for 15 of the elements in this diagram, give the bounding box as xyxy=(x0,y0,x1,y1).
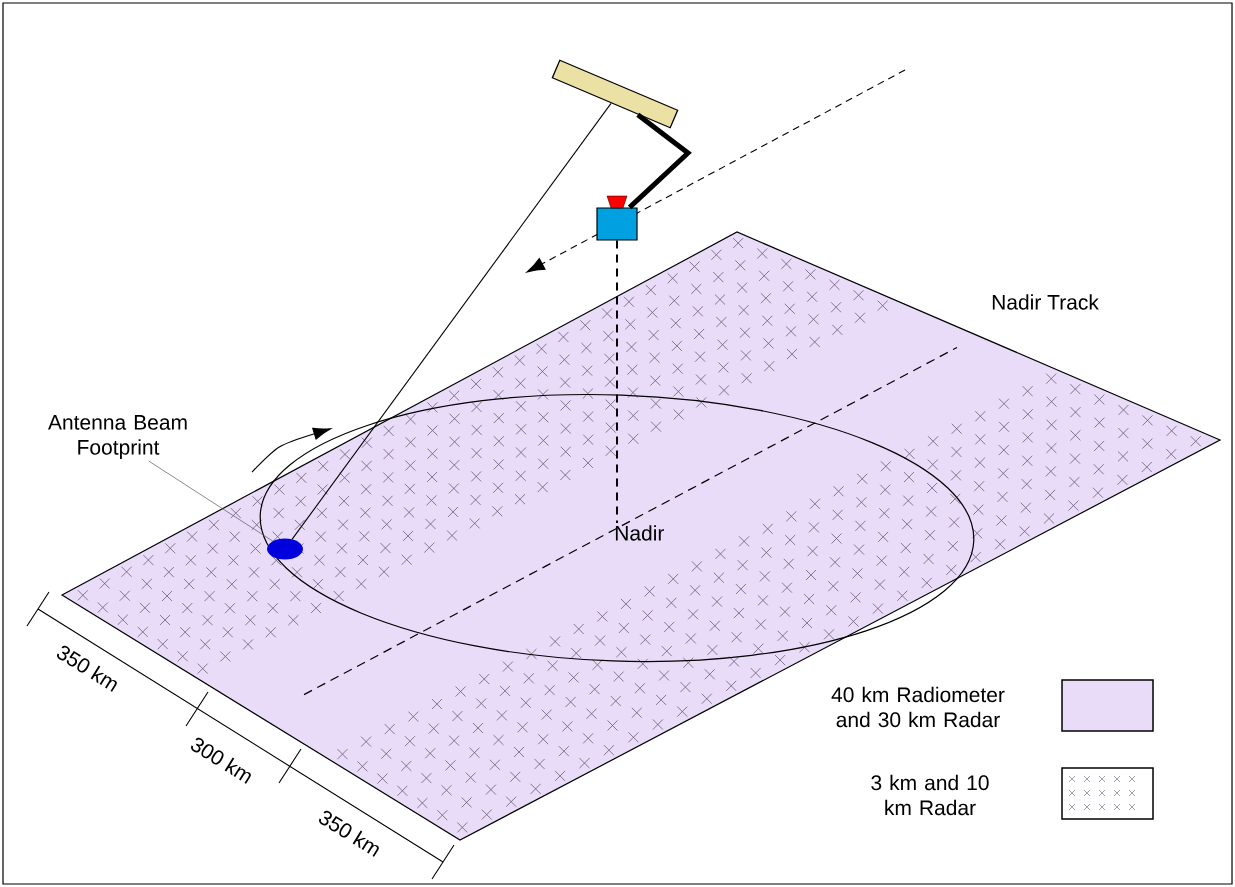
leader-line xyxy=(148,460,274,542)
footprint-spot xyxy=(267,538,303,560)
callout-text: Antenna Beam Footprint xyxy=(48,415,187,459)
nadir-label: Nadir xyxy=(615,525,665,541)
dimension-label: 350 km xyxy=(319,810,379,857)
track-label: Nadir Track xyxy=(992,294,1099,310)
satellite-body xyxy=(596,195,638,241)
legend-text: 3 km and 10 km Radar xyxy=(871,774,989,816)
antenna-reflector xyxy=(551,59,679,129)
legend-text: 40 km Radiometer and 30 km Radar xyxy=(831,686,1005,728)
boom-arm xyxy=(627,112,692,210)
beam-line xyxy=(291,102,612,540)
dimension-label: 350 km xyxy=(57,645,117,692)
nadir-line xyxy=(616,239,618,524)
dimension-label: 300 km xyxy=(191,737,251,784)
